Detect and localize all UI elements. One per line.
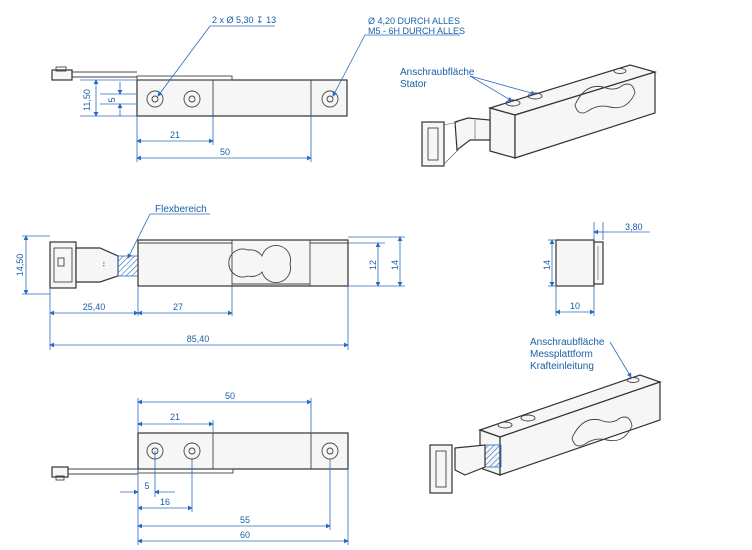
dim-bot-55: 55 (240, 515, 250, 525)
dim-mid-25-40: 25,40 (83, 302, 106, 312)
label-stator-2: Stator (400, 79, 427, 90)
dim-top-50: 50 (220, 147, 230, 157)
end-body (555, 239, 595, 287)
label-mp-3: Krafteinleitung (530, 361, 594, 372)
dim-mid-12: 12 (368, 260, 378, 270)
dim-side-3-80: 3,80 (625, 222, 643, 232)
dim-side-14: 14 (542, 260, 552, 270)
label-stator-1: Anschraubfläche (400, 67, 475, 78)
mount-hole (146, 90, 164, 108)
dim-side-10: 10 (570, 301, 580, 311)
note-through-2: M5 - 6H DURCH ALLES (368, 26, 465, 36)
through-hole (321, 90, 339, 108)
connector-iso2 (429, 444, 453, 494)
connector-top (51, 69, 73, 81)
flex-area (117, 255, 139, 277)
dim-mid-27: 27 (173, 302, 183, 312)
dim-bot-60: 60 (240, 530, 250, 540)
mount-hole (183, 90, 201, 108)
load-cell-body-bottom (137, 432, 349, 470)
dim-bot-16: 16 (160, 497, 170, 507)
load-cell-body-side (137, 239, 349, 287)
end-view: 3,80 14 10 (542, 222, 650, 316)
side-view: : 14,50 25,40 27 85,40 12 14 Flexbere (15, 204, 405, 350)
dim-bot-50: 50 (225, 391, 235, 401)
dim-mid-14: 14 (390, 260, 400, 270)
bottom-view: 50 21 5 16 55 60 (51, 391, 349, 545)
dim-mid-85-40: 85,40 (187, 334, 210, 344)
note-through-1: Ø 4,20 DURCH ALLES (368, 16, 460, 26)
iso-view-platform: Anschraubfläche Messplattform Krafteinle… (429, 337, 662, 494)
label-flex: Flexbereich (155, 204, 207, 215)
dim-top-11-50: 11,50 (82, 89, 92, 111)
connector-bottom (51, 466, 69, 478)
connector-iso1 (421, 121, 445, 167)
dim-top-21: 21 (170, 130, 180, 140)
top-view: 11,50 5 21 50 2 x Ø 5,30 ↧ 13 Ø 4,20 DUR… (51, 15, 465, 162)
label-mp-2: Messplattform (530, 349, 593, 360)
iso-view-stator: Anschraubfläche Stator (400, 64, 658, 167)
load-cell-body-top (136, 79, 348, 117)
svg-text::: : (103, 262, 105, 268)
note-holes: 2 x Ø 5,30 ↧ 13 (212, 15, 276, 25)
dim-mid-14-50: 14,50 (15, 254, 25, 277)
dim-bot-5: 5 (144, 481, 149, 491)
dim-bot-21: 21 (170, 412, 180, 422)
dim-top-5: 5 (107, 97, 117, 102)
label-mp-1: Anschraubfläche (530, 337, 605, 348)
